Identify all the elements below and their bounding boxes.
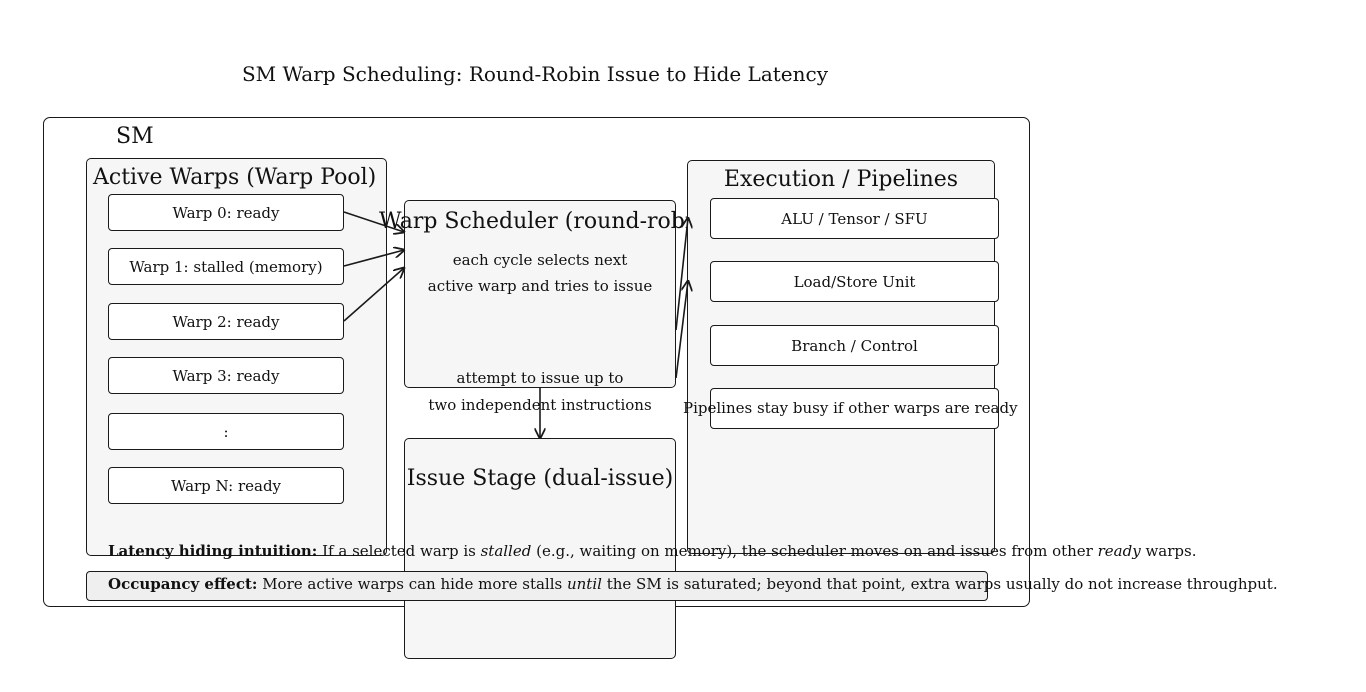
warp-scheduler-heading: Warp Scheduler (round-robin [379, 209, 707, 234]
latency-hiding-label: Latency hiding intuition: [108, 542, 318, 560]
issue-stage-heading: Issue Stage (dual-issue) [406, 466, 674, 491]
sm-label: SM [116, 124, 154, 149]
issue-desc-line2: two independent instructions [428, 396, 652, 414]
pipelines-busy-box [710, 388, 999, 429]
warp-scheduler-panel [404, 200, 676, 388]
warp-1: Warp 1: stalled (memory) [108, 248, 344, 285]
issue-stage-panel [404, 438, 676, 659]
load-store-unit: Load/Store Unit [710, 261, 999, 302]
warp-n: Warp N: ready [108, 467, 344, 504]
scheduler-desc-line2: active warp and tries to issue [427, 277, 653, 295]
warp-ellipsis: : [108, 413, 344, 450]
warp-pool-heading: Active Warps (Warp Pool) [93, 165, 377, 190]
warp-3: Warp 3: ready [108, 357, 344, 394]
warp-0: Warp 0: ready [108, 194, 344, 231]
arrow-warp1-to-scheduler [343, 250, 404, 267]
arrow-scheduler-to-alu [675, 218, 688, 331]
issue-desc-line1: attempt to issue up to [456, 369, 624, 387]
arrow-scheduler-to-loadstore [675, 281, 688, 379]
occupancy-effect-note: Occupancy effect: More active warps can … [108, 575, 1278, 593]
diagram-title: SM Warp Scheduling: Round-Robin Issue to… [241, 62, 829, 86]
branch-control-unit: Branch / Control [710, 325, 999, 366]
arrow-warp2-to-scheduler [343, 268, 404, 322]
latency-hiding-note: Latency hiding intuition: If a selected … [108, 542, 1197, 560]
alu-tensor-sfu-unit: ALU / Tensor / SFU [710, 198, 999, 239]
arrow-warp0-to-scheduler [343, 211, 404, 232]
pipelines-busy-note: Pipelines stay busy if other warps are r… [683, 399, 1018, 417]
scheduler-desc-line1: each cycle selects next [452, 251, 628, 269]
occupancy-effect-label: Occupancy effect: [108, 575, 258, 593]
occupancy-box [86, 571, 988, 601]
execution-heading: Execution / Pipelines [723, 167, 959, 192]
warp-2: Warp 2: ready [108, 303, 344, 340]
